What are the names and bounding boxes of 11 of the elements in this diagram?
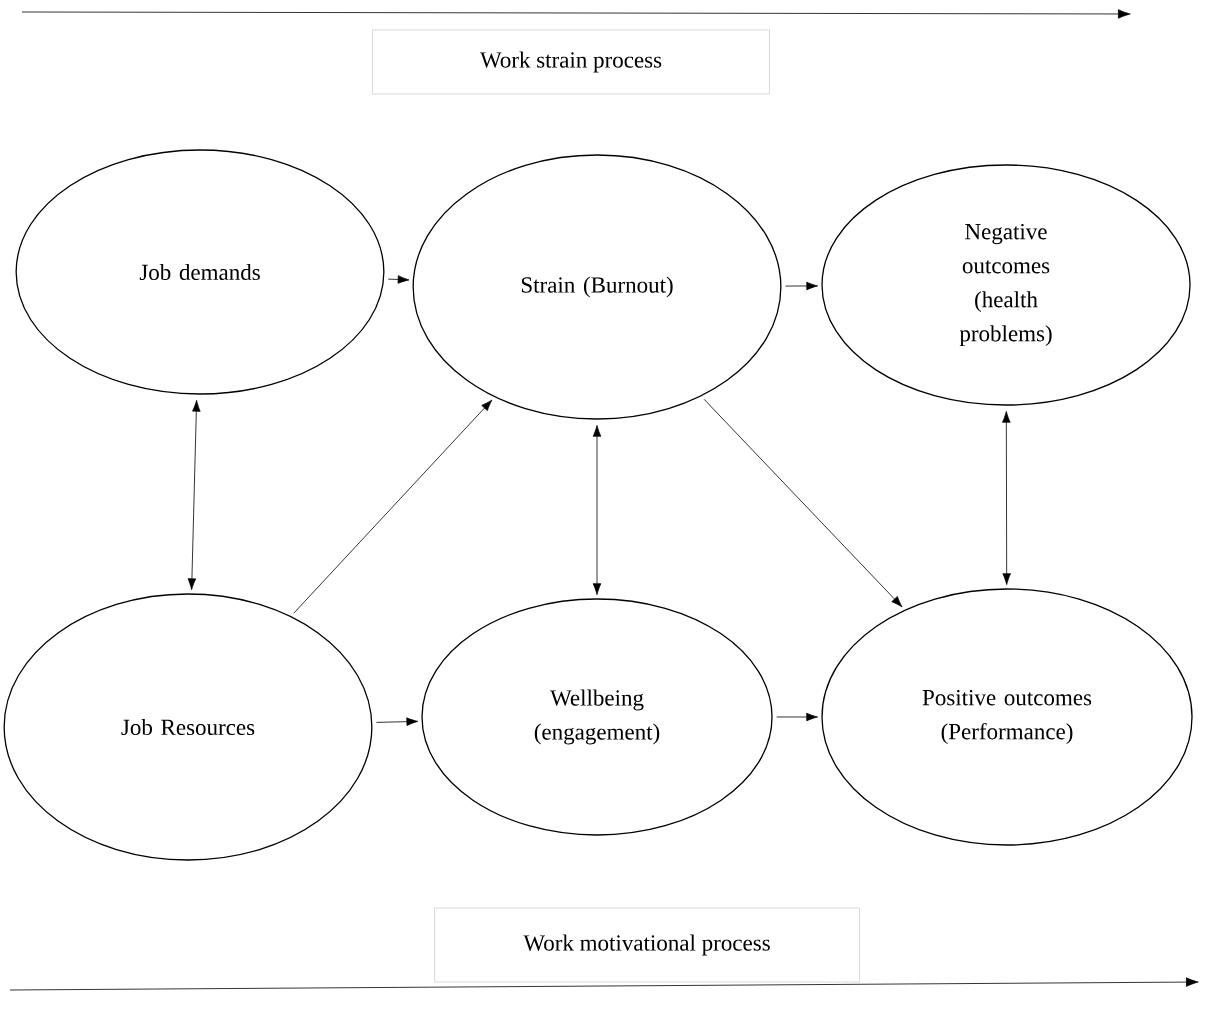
arrow [592, 425, 602, 595]
text-box: Work motivational process [434, 907, 860, 983]
arrow [187, 400, 201, 590]
arrow [1002, 411, 1011, 585]
text-box: Work strain process [372, 29, 770, 95]
arrow [387, 275, 410, 284]
arrow [376, 717, 419, 726]
arrow [703, 398, 903, 608]
arrow [293, 399, 493, 614]
arrow [776, 712, 818, 722]
arrow [785, 281, 818, 291]
